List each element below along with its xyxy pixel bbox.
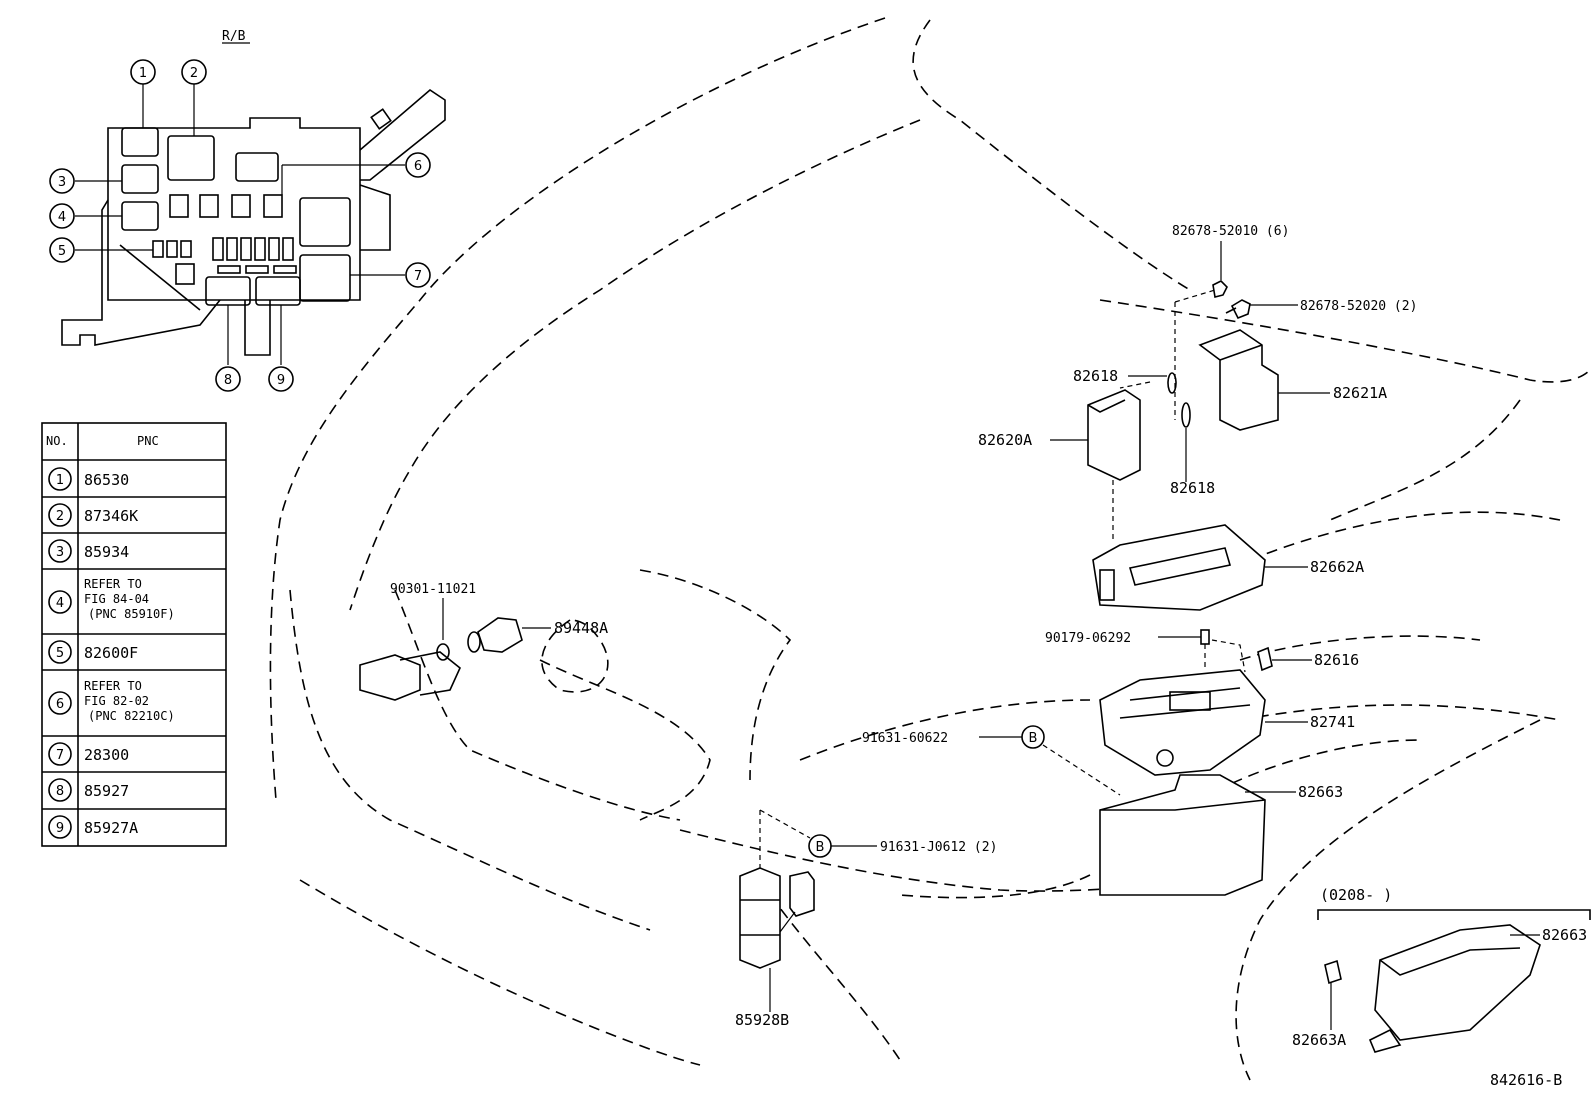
ref-b-mark-2 — [759, 809, 877, 858]
ref-b-label: B — [816, 840, 825, 855]
inset-range-label: (0208- ) — [1320, 886, 1392, 904]
vehicle-outline — [269, 17, 1591, 1081]
clip-90179-06292 — [1158, 629, 1210, 645]
part-label: 82663 — [1298, 783, 1343, 801]
table-row-pnc: REFER TO — [84, 577, 142, 591]
fuse-82616 — [1257, 646, 1312, 672]
part-label: 82620A — [978, 431, 1032, 449]
part-label: 91631-60622 — [862, 731, 948, 746]
table-row-pnc: (PNC 82210C) — [88, 709, 175, 723]
callout-8: 8 — [224, 373, 232, 388]
table-row-pnc: 82600F — [84, 644, 138, 662]
bolt-82678-52020 — [1225, 299, 1298, 320]
relay-85928B — [739, 810, 815, 1012]
grommet-90301-11021 — [436, 598, 450, 661]
table-row-no: 5 — [56, 646, 64, 661]
part-label: 82663A — [1292, 1031, 1346, 1049]
figure-id: 842616-B — [1490, 1071, 1562, 1089]
part-label: 82662A — [1310, 558, 1364, 576]
cover-82662A — [1092, 524, 1308, 611]
inset-frame — [1317, 909, 1591, 1053]
table-header-no: NO. — [46, 434, 68, 448]
part-label: 82741 — [1310, 713, 1355, 731]
part-label: 90301-11021 — [390, 582, 476, 597]
callout-4: 4 — [58, 210, 66, 225]
part-label: 82663 — [1542, 926, 1587, 944]
table-row-pnc: 85927A — [84, 819, 138, 837]
table-row-pnc: 87346K — [84, 507, 138, 525]
part-label: 82678-52020 (2) — [1300, 299, 1417, 314]
part-label: 82678-52010 (6) — [1172, 224, 1289, 239]
table-row-no: 8 — [56, 784, 64, 799]
bracket-left — [359, 651, 461, 701]
callout-7: 7 — [414, 269, 422, 284]
table-row-pnc: FIG 84-04 — [84, 592, 149, 606]
table-row-pnc: (PNC 85910F) — [88, 607, 175, 621]
part-label: 90179-06292 — [1045, 631, 1131, 646]
part-label: 82621A — [1333, 384, 1387, 402]
table-row-pnc: 85927 — [84, 782, 129, 800]
table-row-pnc: 86530 — [84, 471, 129, 489]
table-row-no: 4 — [56, 596, 64, 611]
bolt-82678-52010 — [1212, 241, 1228, 298]
callout-2: 2 — [190, 66, 198, 81]
ref-b-mark-1 — [979, 725, 1121, 796]
callout-3: 3 — [58, 175, 66, 190]
table-row-pnc: 85934 — [84, 543, 129, 561]
table-row-no: 1 — [56, 473, 64, 488]
callout-9: 9 — [277, 373, 285, 388]
callout-6: 6 — [414, 159, 422, 174]
part-label: 89448A — [554, 619, 608, 637]
sensor-89448A — [467, 617, 551, 653]
table-row-pnc: REFER TO — [84, 679, 142, 693]
part-label: 82616 — [1314, 651, 1359, 669]
cover-82663 — [1099, 774, 1296, 896]
relay-block-title: R/B — [222, 29, 246, 44]
relay-block-82741 — [1099, 669, 1308, 776]
cover-82620A — [1050, 389, 1141, 481]
table-row-pnc: FIG 82-02 — [84, 694, 149, 708]
callout-5: 5 — [58, 244, 66, 259]
part-label: 91631-J0612 (2) — [880, 840, 997, 855]
table-row-no: 7 — [56, 748, 64, 763]
table-header-pnc: PNC — [137, 434, 159, 448]
table-row-no: 6 — [56, 697, 64, 712]
table-row-no: 9 — [56, 821, 64, 836]
pnc-table — [41, 422, 227, 847]
part-label: 82618 — [1170, 479, 1215, 497]
part-label: 85928B — [735, 1011, 789, 1029]
callout-1: 1 — [139, 66, 147, 81]
ref-b-label: B — [1029, 731, 1038, 746]
table-row-pnc: 28300 — [84, 746, 129, 764]
part-label: 82618 — [1073, 367, 1118, 385]
cover-82621A — [1198, 329, 1330, 431]
table-row-no: 2 — [56, 509, 64, 524]
clamp-82618 — [1128, 372, 1191, 482]
relay-block-drawing — [49, 59, 446, 392]
table-row-no: 3 — [56, 545, 64, 560]
